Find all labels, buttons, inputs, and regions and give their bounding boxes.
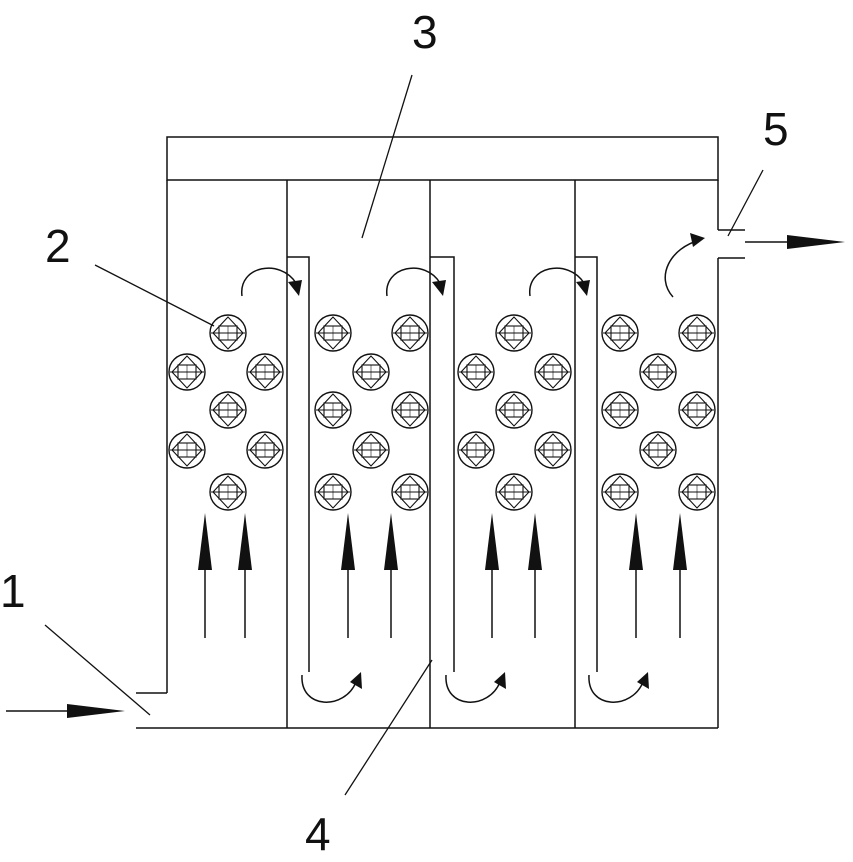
bottom-circulation-arrows (301, 674, 644, 703)
leader-lines (44, 74, 764, 796)
filler-balls (168, 314, 716, 511)
outlet-arrow (745, 235, 845, 249)
label-baffle: 4 (305, 808, 331, 860)
label-filler-ball: 2 (45, 220, 71, 272)
reactor-housing (136, 136, 719, 729)
baffles (287, 256, 598, 672)
label-top-chamber: 3 (412, 6, 438, 58)
top-arrowheads (288, 233, 705, 296)
bottom-arrowheads (350, 672, 649, 689)
upflow-arrows (197, 512, 688, 639)
inlet-arrow (6, 704, 125, 718)
top-circulation-arrows (241, 239, 701, 298)
label-outlet: 5 (763, 103, 789, 155)
outlet-pipe (718, 229, 745, 259)
compartment-walls (286, 180, 576, 728)
label-inlet: 1 (0, 565, 26, 617)
